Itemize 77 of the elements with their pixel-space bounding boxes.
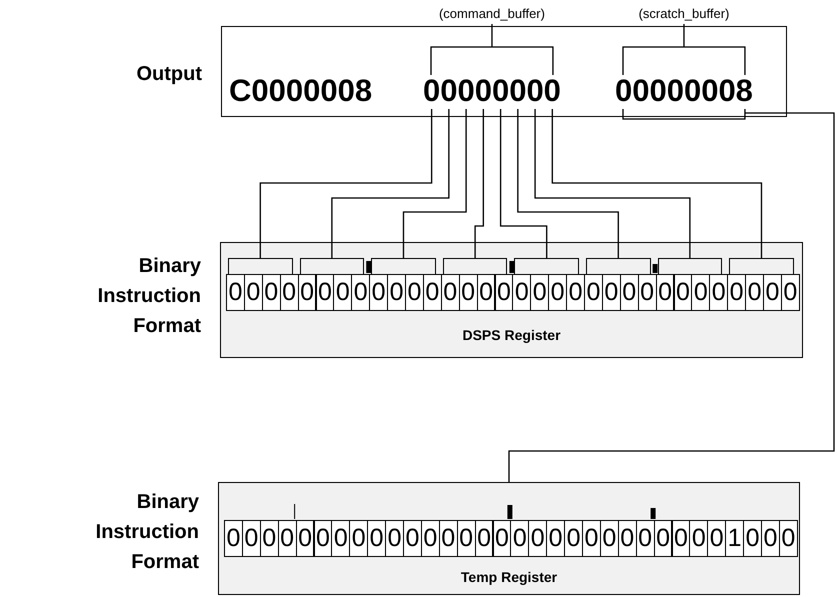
bit-cell: 0 <box>262 274 281 311</box>
bit-cell: 0 <box>743 520 762 557</box>
row-heading: Binary Instruction Format <box>94 490 199 575</box>
bit-cell: 0 <box>709 274 728 311</box>
bit-cell: 0 <box>244 274 263 311</box>
row-heading: Output <box>135 62 202 87</box>
connector-line <box>402 109 467 258</box>
bit-cell: 0 <box>763 274 782 311</box>
connector-line <box>500 109 548 258</box>
register-name: Temp Register <box>460 569 558 585</box>
bit-cell: 0 <box>333 274 352 311</box>
connector-line <box>534 109 691 258</box>
bit-cell: 0 <box>780 274 800 311</box>
bit-cell: 0 <box>456 520 476 557</box>
bit-cell: 0 <box>656 274 674 311</box>
bit-cell: 0 <box>458 274 478 311</box>
bit-cell: 0 <box>654 520 672 557</box>
bit-cell: 0 <box>349 520 368 557</box>
bit-cell: 0 <box>707 520 726 557</box>
bit-cell: 0 <box>600 520 619 557</box>
connector-line <box>331 109 450 258</box>
register-name: DSPS Register <box>462 327 561 343</box>
bit-cell: 0 <box>584 274 603 311</box>
bit-cell: 0 <box>387 274 406 311</box>
bit-cell: 0 <box>778 520 798 557</box>
bit-cell: 0 <box>422 274 442 311</box>
hex-value: 00000008 <box>615 73 753 109</box>
bit-cell: 0 <box>440 274 460 311</box>
bit-cell: 0 <box>224 520 243 557</box>
bit-cell: 0 <box>260 520 279 557</box>
bit-cell: 0 <box>512 274 532 311</box>
bit-cell: 0 <box>438 520 458 557</box>
bit-cell: 0 <box>351 274 370 311</box>
bit-cell: 0 <box>582 520 601 557</box>
connector-line <box>508 108 835 483</box>
bit-cell: 0 <box>242 520 261 557</box>
hex-value: 00000000 <box>423 73 561 109</box>
connector-line <box>552 109 762 258</box>
bit-cell: 0 <box>566 274 585 311</box>
bit-cell: 0 <box>761 520 780 557</box>
bit-cell: 0 <box>403 520 422 557</box>
bit-cell: 0 <box>331 520 350 557</box>
bit-cell: 0 <box>476 274 496 311</box>
bit-cell: 0 <box>367 520 386 557</box>
bit-cell: 0 <box>510 520 530 557</box>
bit-cell: 0 <box>727 274 746 311</box>
bit-cell: 0 <box>548 274 568 311</box>
connector-line <box>474 109 484 258</box>
bit-cell: 0 <box>546 520 566 557</box>
bit-cell: 0 <box>420 520 440 557</box>
bit-cell: 0 <box>620 274 639 311</box>
bit-cell: 0 <box>278 520 297 557</box>
bit-cell: 0 <box>564 520 583 557</box>
bit-cell: 0 <box>745 274 764 311</box>
bit-cell: 0 <box>369 274 388 311</box>
bit-cell: 0 <box>602 274 621 311</box>
bit-cell: 0 <box>298 274 316 311</box>
row-heading: Binary Instruction Format <box>96 254 201 339</box>
connector-line <box>517 109 619 258</box>
hex-value: C0000008 <box>229 73 372 109</box>
bit-cell: 1 <box>725 520 744 557</box>
bit-cell: 0 <box>296 520 314 557</box>
connector-line <box>260 109 432 258</box>
bit-cell: 0 <box>638 274 657 311</box>
field-label: (scratch_buffer) <box>638 6 730 21</box>
bit-cell: 0 <box>691 274 710 311</box>
bit-cell: 0 <box>226 274 245 311</box>
bit-cell: 0 <box>474 520 494 557</box>
bit-cell: 0 <box>385 520 404 557</box>
bit-cell: 0 <box>405 274 424 311</box>
bit-cell: 0 <box>280 274 299 311</box>
bit-cell: 0 <box>618 520 637 557</box>
bit-cell: 0 <box>530 274 550 311</box>
bit-cell: 0 <box>689 520 708 557</box>
bit-cell: 0 <box>636 520 655 557</box>
field-label: (command_buffer) <box>438 6 545 21</box>
bit-cell: 0 <box>528 520 548 557</box>
